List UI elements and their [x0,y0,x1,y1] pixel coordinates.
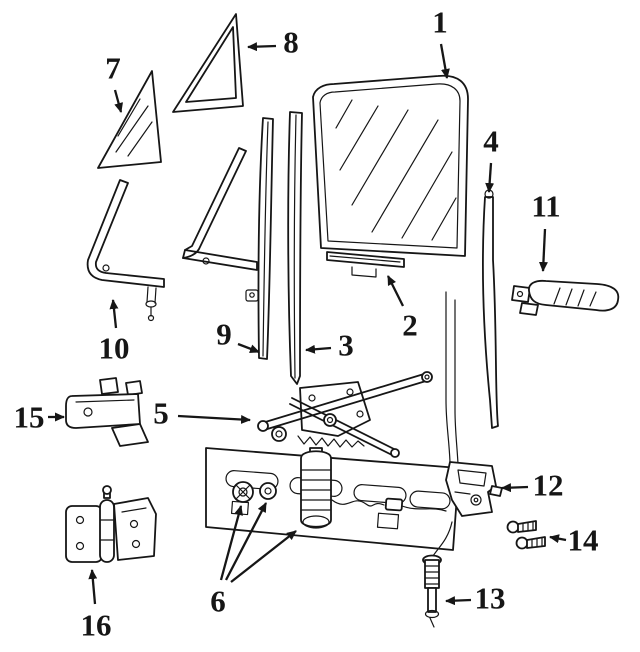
part-division-bar [182,147,258,271]
callout-label-7[interactable]: 7 [105,51,121,86]
callout-outside-handle: 11 [531,189,561,272]
callout-arrow-10 [109,299,119,329]
callout-door-latch: 12 [501,468,564,503]
callout-glass-run-strip: 3 [305,328,354,363]
callout-arrow-4 [485,162,495,193]
callout-label-4[interactable]: 4 [483,124,499,159]
part-glass-run-strip [245,111,303,385]
part-vent-frame-assembly [86,179,165,322]
callout-lock-cylinder: 13 [445,581,506,616]
callout-label-6[interactable]: 6 [210,584,226,619]
callout-arrow-6 [230,530,297,583]
callout-arrow-7 [113,89,123,113]
callout-arrow-1 [439,43,450,79]
callout-arrow-14 [549,534,567,544]
callout-label-3[interactable]: 3 [338,328,354,363]
callout-door-hinge: 16 [81,569,112,643]
callout-label-10[interactable]: 10 [99,331,130,366]
callout-label-9[interactable]: 9 [216,317,232,352]
callout-arrow-13 [445,596,472,606]
callout-vent-frame-assembly: 10 [99,299,130,366]
part-outside-handle [511,279,620,316]
callout-arrow-11 [538,228,548,272]
callout-bracket: 15 [14,400,65,435]
part-screws [506,520,546,550]
callout-arrow-2 [386,275,405,307]
part-door-glass [312,74,469,257]
part-regulator-motor [300,447,332,529]
callout-arrow-16 [88,569,98,605]
callout-vent-glass: 7 [105,51,123,113]
callout-arrow-3 [305,344,332,354]
part-vent-glass [97,70,162,169]
part-door-hinge [65,485,157,563]
callout-screws: 14 [549,523,599,558]
callout-knobs-and-handles: 6 [210,502,297,619]
callout-glass-bottom-channel: 2 [386,275,418,343]
callout-division-bar: 9 [216,317,260,354]
callout-label-14[interactable]: 14 [568,523,599,558]
callout-arrow-6 [224,502,268,581]
callout-arrow-6 [219,505,243,581]
callout-label-15[interactable]: 15 [14,400,45,435]
callout-label-2[interactable]: 2 [402,308,418,343]
callout-label-1[interactable]: 1 [432,5,448,40]
callout-label-8[interactable]: 8 [283,25,299,60]
callout-arrow-9 [237,342,260,354]
part-door-latch [432,461,503,557]
part-glass-bottom-channel [326,251,405,278]
callout-arrow-5 [177,414,251,424]
wiring-conduit [331,497,447,512]
callout-vent-frame-seal: 8 [247,25,299,60]
callout-label-13[interactable]: 13 [475,581,506,616]
callout-label-16[interactable]: 16 [81,608,112,643]
callout-window-regulator: 5 [153,396,251,431]
part-rear-run-channel [482,189,499,429]
part-window-regulator [257,371,433,458]
part-bracket [65,377,149,447]
callout-arrow-12 [501,483,529,493]
callout-label-12[interactable]: 12 [533,468,564,503]
callout-arrow-8 [247,42,277,52]
callout-label-5[interactable]: 5 [153,396,169,431]
part-lock-cylinder [422,554,442,628]
callout-label-11[interactable]: 11 [531,189,560,224]
callout-rear-run-channel: 4 [483,124,499,193]
part-knobs [232,481,277,503]
part-vent-frame-seal [172,13,244,113]
callout-door-glass: 1 [432,5,450,79]
